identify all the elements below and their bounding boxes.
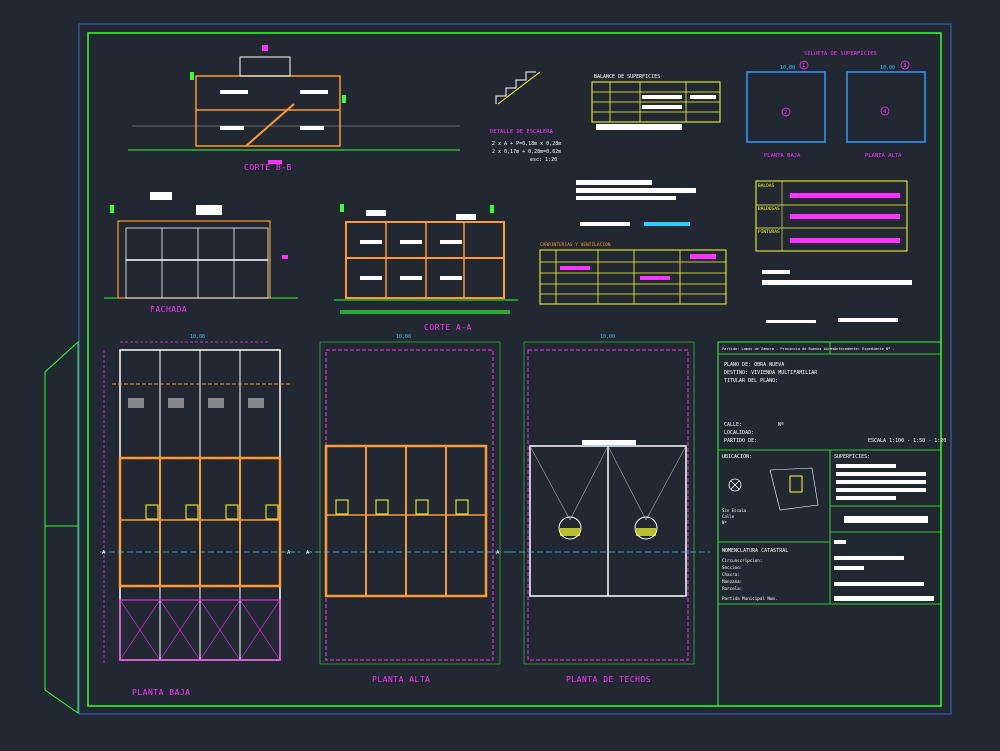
general-notes: [576, 180, 696, 226]
legend-header-3: PINTURAS: [758, 229, 780, 235]
pb-width-dim: 10,00: [190, 334, 205, 340]
section-bb-title: CORTE B-B: [244, 163, 292, 172]
silueta-number-2: 2: [784, 110, 787, 116]
tb-destino: DESTINO: VIVIENDA MULTIFAMILIAR: [724, 370, 818, 376]
tb-partido: Partido: Lomas de Zamora - Provincia de …: [722, 347, 835, 351]
tb-calle: CALLE:: [724, 422, 742, 428]
surface-balance-table: BALANCE DE SUPERFICIES: [591, 74, 721, 130]
sheet-frame: [44, 23, 952, 715]
pb-cut-right: A: [287, 550, 291, 556]
roof-plan: 10,00 PLANTA DE TECHOS: [510, 334, 710, 684]
legend-header-2: BALDOSAS: [758, 206, 780, 212]
tb-partido-de: PARTIDO DE:: [724, 438, 757, 444]
tb-loc-1: Sin Escala: [722, 508, 747, 513]
pa-width-dim: 10,00: [396, 334, 411, 340]
stair-note-3: esc: 1:20: [530, 157, 557, 163]
tb-plano-de: PLANO DE: OBRA NUEVA: [724, 362, 784, 368]
tb-nom-3: Chacra:: [722, 572, 740, 577]
upper-floor-plan: 10,00 A A PLANTA ALTA: [306, 334, 510, 684]
ground-floor-plan: 10,00 A A PLANTA BAJA: [100, 334, 300, 697]
stair-note-1: 2 x A + P=0,18m x 0,28m: [492, 141, 561, 147]
tb-titular: TITULAR DEL PLANO:: [724, 378, 778, 384]
silueta-number-1: 1: [802, 63, 805, 69]
upper-floor-title: PLANTA ALTA: [372, 675, 430, 684]
pa-cut-right: A: [496, 550, 500, 556]
section-aa-drawing: CORTE A-A: [334, 204, 518, 332]
openings-table: CARPINTERIAS Y VENTILACION: [539, 242, 727, 305]
tb-partida: Partida Municipal Num.: [722, 596, 777, 601]
silueta-title: SILUETA DE SUPERFICIES: [804, 51, 877, 57]
tb-antecedente: Antecedente: Expediente Nº -: [834, 347, 895, 351]
surface-silhouettes: SILUETA DE SUPERFICIES 10,00 10,00 1 2 3…: [746, 51, 926, 159]
silueta-number-3: 3: [903, 63, 906, 69]
silueta-dim-2: 10,00: [880, 65, 895, 71]
silueta-number-4: 4: [883, 109, 887, 115]
tb-nom-1: Circunscripcion:: [722, 558, 762, 563]
tb-loc-3: Nº: [722, 520, 727, 525]
silueta-dim-1: 10,00: [780, 65, 795, 71]
facade-drawing: FACHADA: [104, 192, 298, 314]
facade-title: FACHADA: [150, 305, 187, 314]
legend-header-1: BALDAS: [758, 183, 775, 189]
stair-detail: DETALLE DE ESCALERA 2 x A + P=0,18m x 0,…: [490, 71, 561, 163]
silueta-planta-baja: PLANTA BAJA: [764, 153, 801, 159]
pt-width-dim: 10,00: [600, 334, 615, 340]
pb-cut-left: A: [102, 550, 106, 556]
tb-nom-2: Seccion:: [722, 565, 742, 570]
stair-detail-title: DETALLE DE ESCALERA: [490, 129, 554, 135]
balance-title: BALANCE DE SUPERFICIES: [594, 74, 660, 80]
tb-ubicacion: UBICACION:: [722, 454, 752, 460]
tb-nom-4: Manzana:: [722, 579, 742, 584]
stair-note-2: 2 x 0,17m + 0,28m=0,62m: [492, 149, 561, 155]
carpinterias-title: CARPINTERIAS Y VENTILACION: [540, 242, 611, 248]
ground-floor-title: PLANTA BAJA: [132, 688, 190, 697]
section-aa-title: CORTE A-A: [424, 323, 472, 332]
roof-plan-title: PLANTA DE TECHOS: [566, 675, 651, 684]
pa-cut-left: A: [306, 550, 310, 556]
tb-escala: ESCALA 1:100 - 1:50 - 1:20: [868, 438, 946, 444]
tb-calle-val: Nº: [778, 422, 784, 428]
tb-superficies: SUPERFICIES:: [834, 454, 870, 460]
silueta-planta-alta: PLANTA ALTA: [865, 153, 902, 159]
tb-localidad: LOCALIDAD:: [724, 430, 754, 436]
section-bb-drawing: CORTE B-B: [128, 45, 460, 172]
tb-nomenclatura: NOMENCLATURA CATASTRAL: [722, 548, 788, 554]
tb-loc-2: Calle: [722, 514, 735, 519]
finishes-legend-table: BALDAS BALDOSAS PINTURAS: [755, 180, 912, 323]
tb-nom-5: Parcela:: [722, 586, 742, 591]
title-block: Partido: Lomas de Zamora - Provincia de …: [717, 341, 946, 707]
